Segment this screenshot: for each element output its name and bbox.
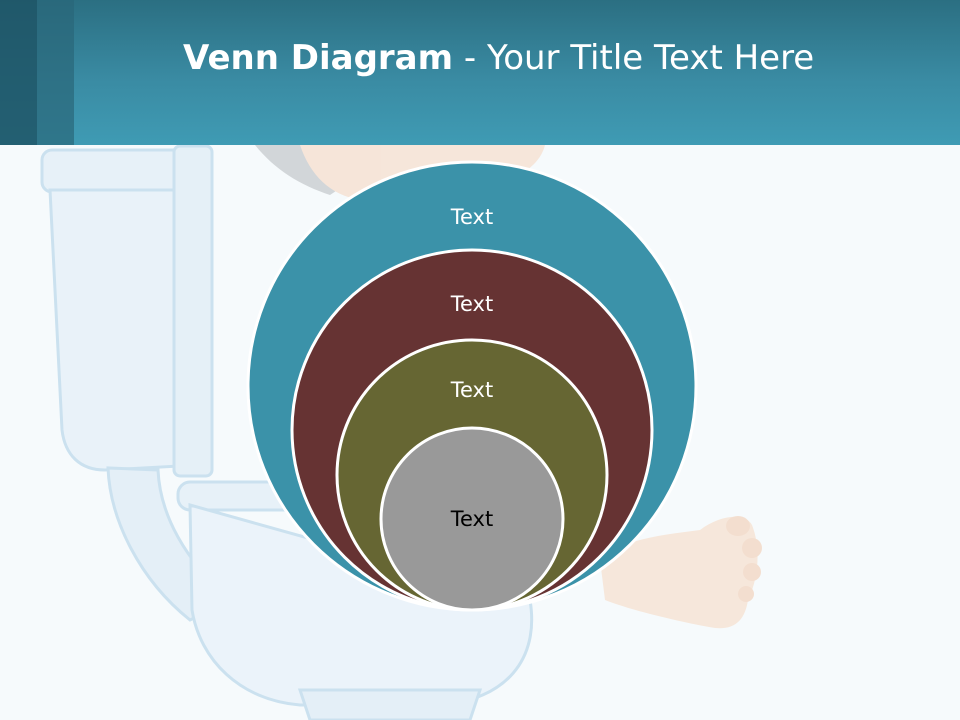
toilet-tank-body — [48, 188, 200, 472]
slide-title-rest: - Your Title Text Here — [453, 38, 815, 78]
slide-title-bold: Venn Diagram — [183, 38, 454, 78]
person-toe-icon — [743, 563, 761, 581]
inner-circle-label: Text — [450, 507, 493, 531]
toilet-tank-side — [172, 144, 214, 478]
outer-circle-label: Text — [450, 205, 493, 229]
second-circle-label: Text — [450, 292, 493, 316]
person-foot-icon — [600, 516, 758, 629]
person-toe-icon — [742, 538, 762, 558]
person-toe-icon — [738, 586, 754, 602]
header-accent-stripe — [37, 0, 74, 145]
slide-title: Venn Diagram - Your Title Text Here — [183, 38, 814, 78]
header-accent-stripe — [0, 0, 37, 145]
toilet-base — [297, 688, 483, 720]
header-band: Venn Diagram - Your Title Text Here — [0, 0, 960, 145]
third-circle-label: Text — [450, 378, 493, 402]
inner-circle — [379, 426, 565, 612]
person-toe-icon — [726, 516, 750, 536]
